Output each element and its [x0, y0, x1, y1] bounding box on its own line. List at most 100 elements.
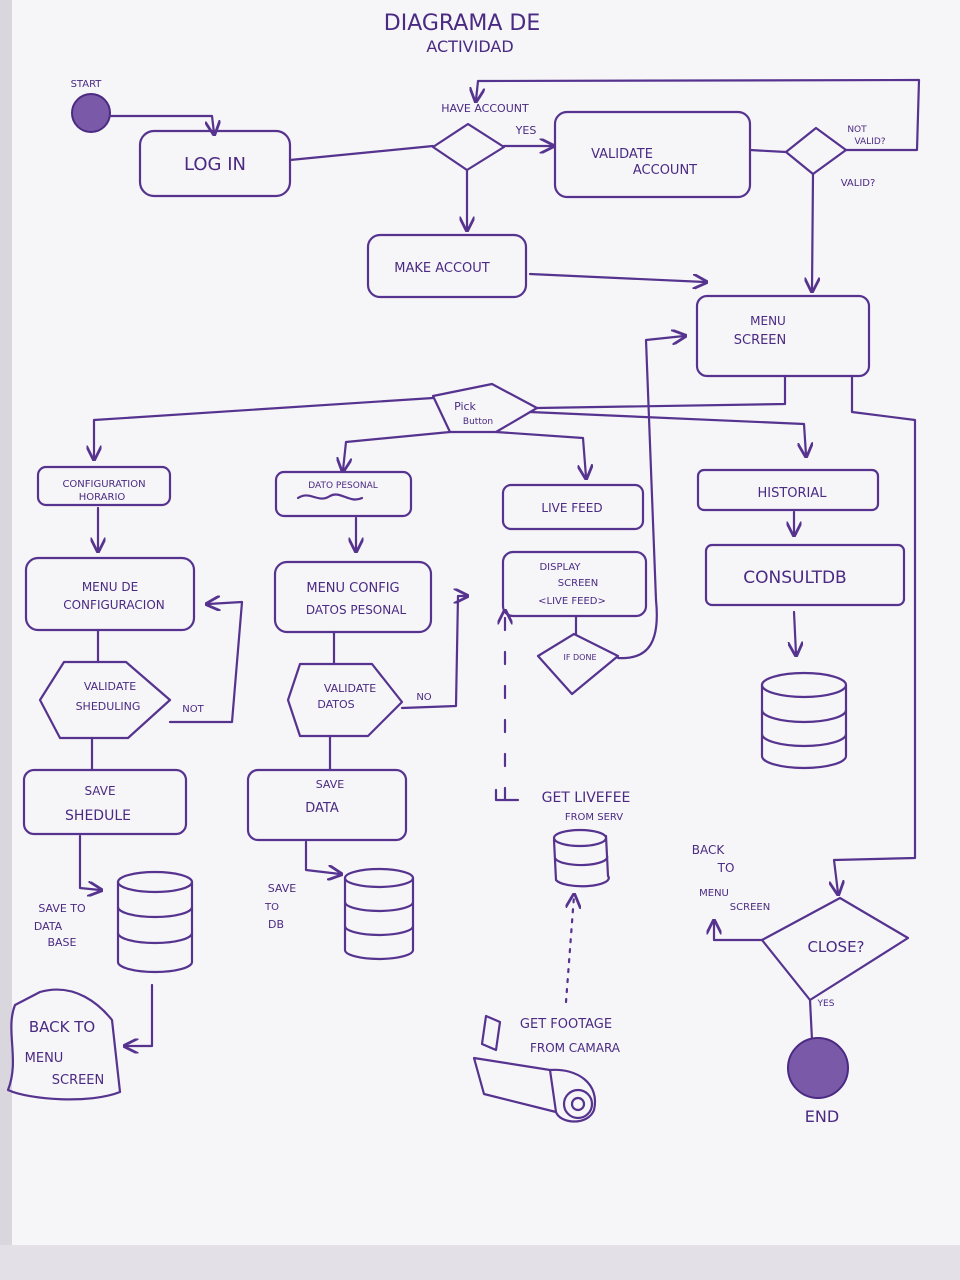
- validate-account-node: [553, 110, 752, 199]
- save-schedule-node: [22, 768, 188, 836]
- back-to-menu-label-3: SCREEN: [52, 1073, 105, 1088]
- menu-datos-node: [273, 560, 433, 634]
- save-schedule-label-2: SHEDULE: [65, 808, 131, 824]
- edge-not-valid-loop: [476, 78, 921, 152]
- validate-scheduling-decision: [38, 660, 172, 740]
- get-livefeed-tick: [494, 788, 520, 802]
- back-to-menu-close-label-4: SCREEN: [730, 902, 770, 913]
- consult-db-node: [704, 543, 906, 607]
- save-data-label-2: DATA: [305, 801, 339, 816]
- pick-button-label-2: Button: [463, 417, 493, 427]
- edge-pick-config: [94, 396, 435, 458]
- edge-pick-historial: [528, 410, 806, 455]
- display-screen-label-1: DISPLAY: [539, 562, 581, 573]
- edge-valid-menu: [812, 172, 813, 290]
- pick-button-decision: [431, 382, 539, 434]
- edge-ifdone-menu: [616, 336, 684, 660]
- valid-label: VALID?: [841, 178, 876, 189]
- yes-label-2: YES: [817, 999, 835, 1009]
- no-label: NO: [416, 692, 431, 703]
- not-valid-label-2: VALID?: [854, 137, 885, 147]
- menu-screen-label-2: SCREEN: [734, 333, 787, 348]
- start-node: [71, 93, 111, 133]
- validate-scheduling-label-2: SHEDULING: [76, 700, 141, 713]
- menu-datos-label-1: MENU CONFIG: [306, 581, 399, 596]
- camera-icon: [472, 1014, 597, 1123]
- validate-datos-decision: [286, 662, 404, 738]
- back-to-menu-label-2: MENU: [25, 1051, 64, 1066]
- save-to-db-label-2: TO: [264, 902, 279, 913]
- validate-datos-label-1: VALIDATE: [324, 682, 376, 695]
- back-to-menu-node: [6, 988, 122, 1101]
- display-screen-node: [501, 550, 648, 618]
- edge-db-back-to-menu: [126, 983, 154, 1046]
- get-footage-label-2: FROM CAMARA: [530, 1041, 621, 1055]
- edge-menu-close: [834, 374, 917, 893]
- database-icon-schedule: [116, 870, 194, 974]
- display-screen-label-3: <LIVE FEED>: [538, 596, 606, 607]
- database-icon-server: [552, 828, 610, 888]
- datos-personales-label: DATO PESONAL: [308, 481, 378, 491]
- edge-save-data-db: [304, 840, 340, 874]
- edge-make-account-menu: [528, 272, 705, 282]
- make-account-label: MAKE ACCOUT: [394, 261, 490, 276]
- get-footage-label-1: GET FOOTAGE: [520, 1017, 612, 1032]
- login-label: LOG IN: [184, 154, 246, 175]
- end-node: [787, 1037, 849, 1099]
- edge-close-back: [714, 922, 764, 942]
- historial-label: HISTORIAL: [757, 486, 827, 501]
- save-db-label-3: BASE: [47, 936, 76, 949]
- edge-login-haveaccount: [288, 144, 435, 162]
- paper-shadow-bottom: [0, 1245, 960, 1280]
- save-data-node: [246, 768, 408, 842]
- end-label: END: [805, 1107, 839, 1126]
- config-horario-label-1: CONFIGURATION: [62, 479, 145, 490]
- if-done-label: IF DONE: [564, 653, 597, 662]
- save-db-label-2: DATA: [34, 920, 63, 933]
- pick-button-label-1: Pick: [454, 400, 476, 413]
- diagram-title-line2: ACTIVIDAD: [426, 37, 513, 56]
- live-feed-label: LIVE FEED: [541, 501, 602, 515]
- save-to-db-label-1: SAVE: [268, 882, 297, 895]
- edge-save-schedule-db: [78, 834, 100, 890]
- if-done-decision: [536, 632, 620, 696]
- login-node: [138, 129, 292, 198]
- validate-datos-label-2: DATOS: [317, 698, 354, 711]
- have-account-label: HAVE ACCOUNT: [441, 102, 529, 115]
- edge-camera-server-dashed: [564, 896, 574, 1004]
- not-label: NOT: [182, 704, 204, 715]
- menu-config-label-2: CONFIGURACION: [63, 598, 165, 612]
- back-to-menu-close-label-2: TO: [717, 861, 735, 875]
- display-screen-label-2: SCREEN: [558, 578, 598, 589]
- start-label: START: [71, 79, 103, 90]
- validate-account-label-2: ACCOUNT: [633, 163, 697, 178]
- diagram-title-line1: DIAGRAMA DE: [384, 11, 540, 36]
- menu-screen-label-1: MENU: [750, 314, 786, 328]
- database-icon-datos: [343, 867, 415, 961]
- edge-validate-sched-loop: [168, 602, 244, 724]
- paper-shadow-left: [0, 0, 12, 1280]
- get-livefeed-label-2: FROM SERV: [565, 812, 623, 823]
- config-horario-node: [36, 465, 172, 507]
- yes-label-1: YES: [515, 124, 537, 137]
- edge-pick-datos: [343, 430, 452, 470]
- edge-start-login: [108, 114, 214, 133]
- edge-pick-livefeed: [494, 430, 586, 477]
- back-to-menu-close-label-1: BACK: [692, 843, 726, 857]
- save-schedule-label-1: SAVE: [84, 784, 115, 798]
- datos-personales-node: [274, 470, 413, 518]
- database-icon-historial: [760, 671, 848, 770]
- menu-screen-node: [695, 294, 871, 378]
- validate-account-label-1: VALIDATE: [591, 147, 653, 162]
- edge-validate-decision: [748, 148, 788, 154]
- edge-menu-pickbutton: [535, 374, 787, 410]
- back-to-menu-label-1: BACK TO: [29, 1018, 95, 1036]
- historial-node: [696, 468, 880, 512]
- consult-db-label: CONSULTDB: [743, 568, 846, 588]
- save-data-label-1: SAVE: [316, 778, 345, 791]
- back-to-menu-close-label-3: MENU: [699, 888, 729, 899]
- menu-config-node: [24, 556, 196, 632]
- edge-close-end: [808, 998, 814, 1042]
- validate-scheduling-label-1: VALIDATE: [84, 680, 136, 693]
